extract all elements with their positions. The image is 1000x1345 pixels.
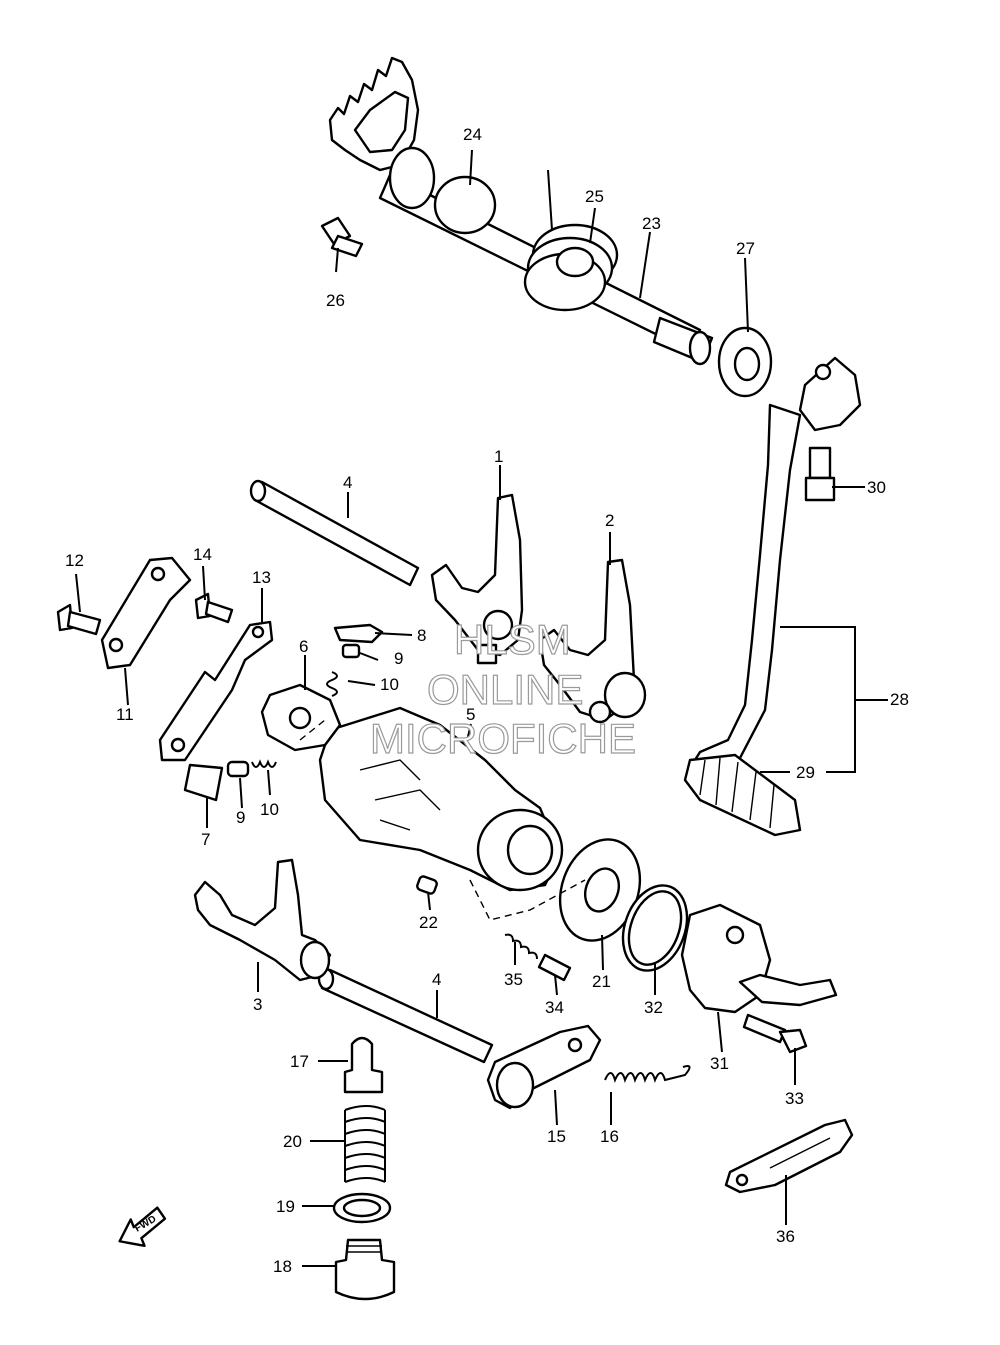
o-ring-32[interactable] [612, 876, 698, 979]
cam-stopper[interactable] [260, 683, 342, 752]
pin-9-lower[interactable] [226, 760, 250, 778]
pin-34[interactable] [537, 953, 572, 982]
plug-17[interactable] [343, 1036, 384, 1094]
callout-10-lower: 10 [260, 800, 279, 819]
spring-10-lower[interactable] [251, 759, 277, 768]
callout-23: 23 [642, 214, 661, 233]
cam-cover-31[interactable] [680, 903, 838, 1014]
callout-21: 21 [592, 972, 611, 991]
callout-3: 3 [253, 995, 262, 1014]
shift-fork-3[interactable] [193, 858, 332, 982]
callout-26: 26 [326, 291, 345, 310]
fork-shaft-lower[interactable] [317, 967, 494, 1064]
leader-lines [75, 149, 888, 1267]
lever-guide-screw-14[interactable] [194, 592, 234, 624]
pin-9-upper[interactable] [341, 643, 361, 659]
callout-36: 36 [776, 1227, 795, 1246]
callout-19: 19 [276, 1197, 295, 1216]
callout-13: 13 [252, 568, 271, 587]
callout-2: 2 [605, 511, 614, 530]
gearshift-arm[interactable] [486, 1024, 602, 1110]
shift-fork-1[interactable] [430, 493, 524, 665]
callout-25: 25 [585, 187, 604, 206]
cam-pin-7[interactable] [183, 763, 224, 802]
callout-labels: 24 25 23 27 26 30 28 29 4 1 2 8 9 10 6 5… [65, 125, 909, 1276]
shift-fork-2[interactable] [538, 558, 647, 724]
gearshift-cam-driven-gear[interactable] [547, 828, 654, 952]
fork-shaft-upper[interactable] [249, 479, 420, 587]
callout-35: 35 [504, 970, 523, 989]
callout-12: 12 [65, 551, 84, 570]
cam-guide-plate[interactable] [100, 556, 192, 670]
callout-8: 8 [417, 626, 426, 645]
cam-pin-8[interactable] [333, 623, 384, 644]
arm-spring[interactable] [604, 1065, 691, 1083]
callout-29: 29 [796, 763, 815, 782]
callout-34: 34 [545, 998, 564, 1017]
callout-6: 6 [299, 637, 308, 656]
callout-14: 14 [193, 545, 212, 564]
callout-27: 27 [736, 239, 755, 258]
watermark: HLSM ONLINE MICROFICHE [369, 615, 636, 762]
callout-1: 1 [494, 447, 503, 466]
lever-rubber[interactable] [683, 753, 802, 837]
callout-9-upper: 9 [394, 649, 403, 668]
washer-19[interactable] [332, 1192, 392, 1224]
watermark-line-1: HLSM [454, 616, 571, 663]
lever-guide-plate[interactable] [158, 620, 274, 762]
return-spring[interactable] [523, 169, 619, 312]
cover-bolt-33[interactable] [742, 1013, 808, 1054]
callout-7: 7 [201, 830, 210, 849]
callout-11: 11 [116, 705, 134, 724]
plug-18[interactable] [334, 1238, 396, 1301]
callout-31: 31 [710, 1054, 729, 1073]
callout-9-lower: 9 [236, 808, 245, 827]
pin-22[interactable] [416, 875, 438, 895]
callout-22: 22 [419, 913, 438, 932]
assembly-lines [299, 719, 586, 921]
gearshift-cam[interactable] [318, 706, 564, 892]
oil-seal[interactable] [717, 326, 773, 398]
callout-33: 33 [785, 1089, 804, 1108]
forward-arrow-icon: FWD [118, 1206, 167, 1248]
gearshift-lever[interactable] [688, 356, 862, 772]
callout-30: 30 [867, 478, 886, 497]
callout-28: 28 [890, 690, 909, 709]
spring-10-upper[interactable] [326, 671, 338, 697]
cam-guide-screw-12[interactable] [56, 603, 102, 636]
callout-18: 18 [273, 1257, 292, 1276]
callout-20: 20 [283, 1132, 302, 1151]
gearshift-shaft[interactable] [328, 56, 714, 366]
callout-10-upper: 10 [380, 675, 399, 694]
spring-35[interactable] [504, 933, 538, 960]
callout-24: 24 [463, 125, 482, 144]
watermark-line-2: ONLINE [427, 666, 583, 713]
callout-4-lower: 4 [432, 970, 441, 989]
callout-17: 17 [290, 1052, 309, 1071]
callout-32: 32 [644, 998, 663, 1017]
callout-5: 5 [466, 705, 475, 724]
watermark-line-3: MICROFICHE [370, 715, 636, 762]
spring-20[interactable] [344, 1105, 386, 1183]
callout-15: 15 [547, 1127, 566, 1146]
lever-bolt[interactable] [804, 446, 836, 502]
shift-shaft-bolt[interactable] [320, 216, 364, 258]
callout-4-upper: 4 [343, 473, 352, 492]
callout-16: 16 [600, 1127, 619, 1146]
bracket-36[interactable] [724, 1118, 854, 1194]
